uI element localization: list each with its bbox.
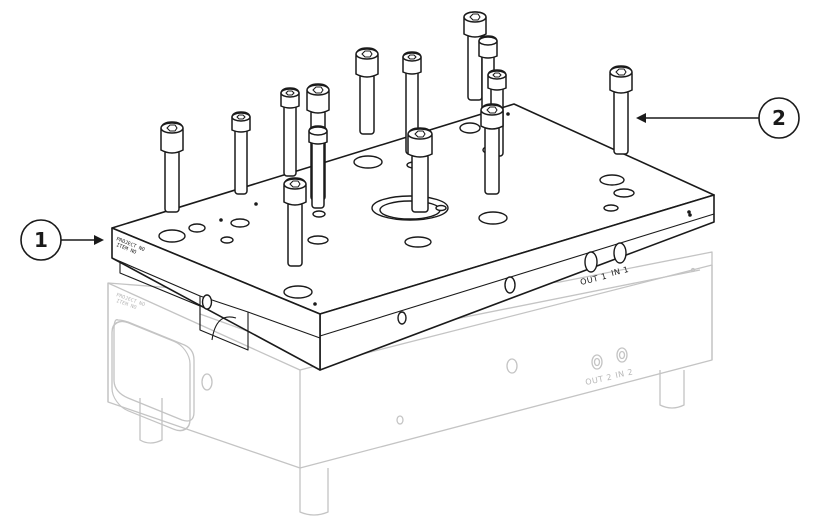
bolt <box>480 103 504 195</box>
plate-port-in-label: IN 1 <box>610 265 630 278</box>
bolt <box>308 125 328 209</box>
callout-2-number: 2 <box>772 106 786 130</box>
plate-port-holes <box>397 213 692 325</box>
bolt <box>609 65 633 155</box>
base-legs <box>139 370 685 516</box>
bolt <box>355 47 379 135</box>
plate-port-out-label: OUT 1 <box>579 272 608 287</box>
bolt <box>407 127 433 213</box>
bolt <box>231 111 251 195</box>
callout-1-number: 1 <box>34 228 48 252</box>
bolt <box>280 87 300 177</box>
callout-1: 1 <box>20 219 104 261</box>
callout-2: 2 <box>636 97 800 139</box>
base-port-in-label: IN 2 <box>615 367 634 380</box>
bolt <box>283 177 307 267</box>
bolt <box>160 121 184 213</box>
bolts <box>160 11 633 267</box>
base-port-out-label: OUT 2 <box>585 373 613 387</box>
